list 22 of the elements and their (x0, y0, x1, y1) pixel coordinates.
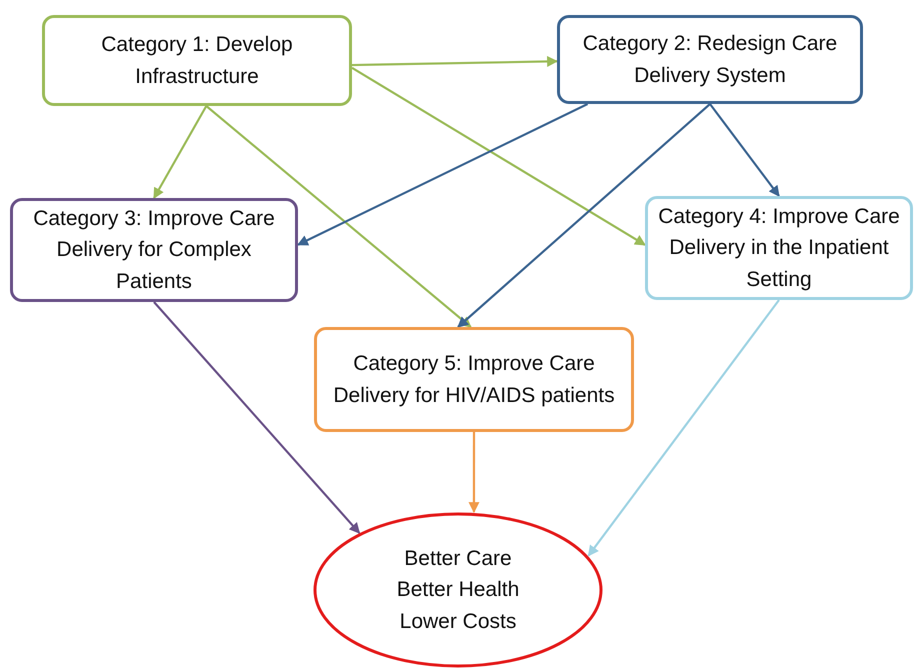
arrow (206, 105, 472, 328)
arrow (153, 301, 360, 534)
node-text: Category 3: Improve Care Delivery for Complex Patients (32, 206, 276, 295)
category-box (314, 327, 634, 432)
node-text: Better Care Better Health Lower Costs (396, 546, 520, 635)
arrow (352, 56, 558, 67)
arrow (297, 103, 588, 246)
node-text: Category 1: Develop Infrastructure (100, 32, 294, 90)
node-text: Category 2: Redesign Care Delivery System (582, 31, 838, 88)
node-text: Category 5: Improve Care Delivery for HIV/AIDS patients (332, 351, 616, 408)
arrow (709, 103, 780, 197)
arrow (468, 432, 480, 514)
outcome-ellipse (313, 512, 603, 668)
arrow (351, 66, 646, 246)
node-text: Category 4: Improve Care Delivery in the Inpatient Setting (657, 204, 901, 293)
category-box (557, 15, 863, 104)
arrow (153, 105, 208, 199)
category-box (42, 15, 352, 106)
arrow (588, 299, 780, 557)
category-box (10, 198, 298, 302)
arrow (457, 103, 711, 328)
category-box (645, 196, 913, 300)
